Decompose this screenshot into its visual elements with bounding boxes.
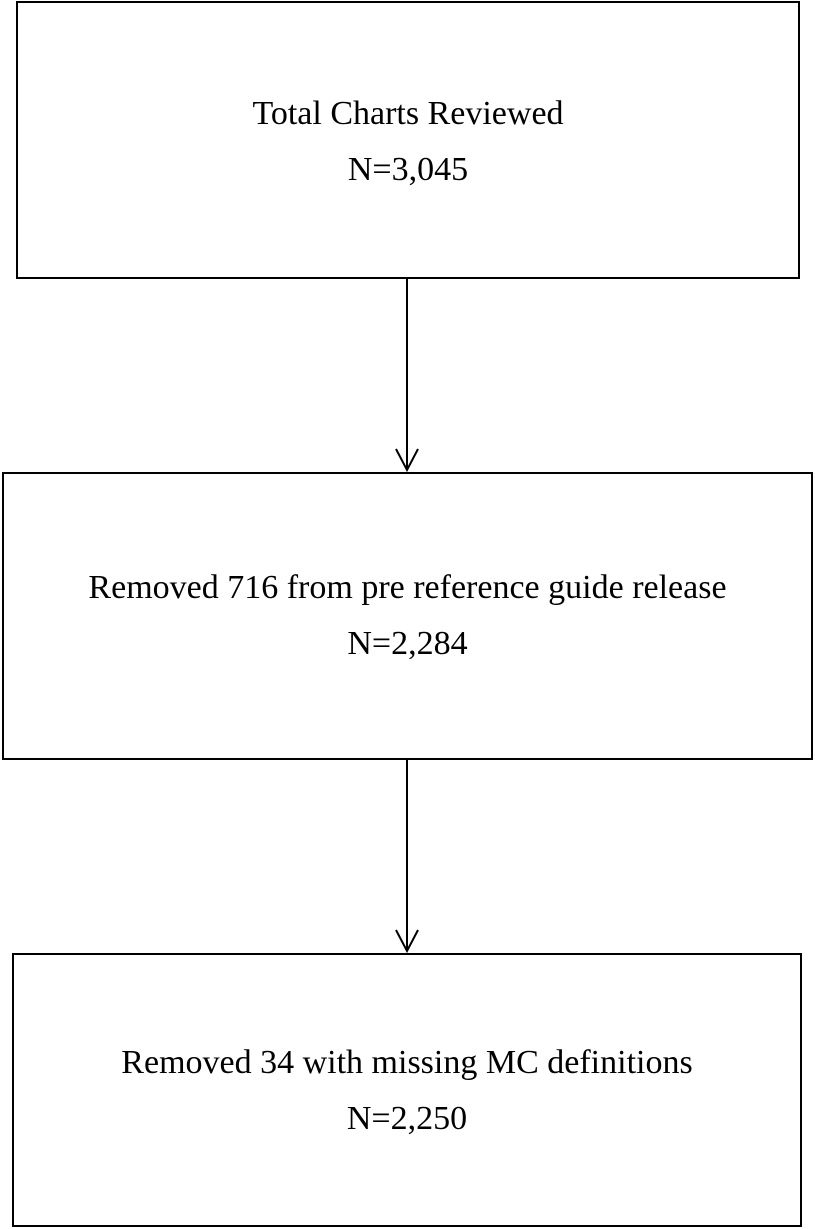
- arrow-step-1-to-2: [395, 279, 419, 473]
- flow-box-text: Total Charts Reviewed N=3,045: [18, 86, 798, 198]
- flow-box-removed-pre-release: Removed 716 from pre reference guide rel…: [2, 472, 813, 760]
- step-count: N=3,045: [347, 151, 469, 188]
- flow-box-removed-missing-mc: Removed 34 with missing MC definitions N…: [12, 953, 802, 1227]
- flow-box-total-charts: Total Charts Reviewed N=3,045: [16, 1, 800, 279]
- flow-box-text: Removed 34 with missing MC definitions N…: [14, 1035, 800, 1147]
- step-label: Removed 716 from pre reference guide rel…: [88, 569, 727, 606]
- step-label: Removed 34 with missing MC definitions: [121, 1044, 693, 1081]
- step-count: N=2,250: [346, 1100, 468, 1137]
- arrow-step-2-to-3: [395, 760, 419, 954]
- step-label: Total Charts Reviewed: [252, 95, 564, 132]
- flow-box-text: Removed 716 from pre reference guide rel…: [4, 560, 811, 672]
- step-count: N=2,284: [347, 625, 468, 662]
